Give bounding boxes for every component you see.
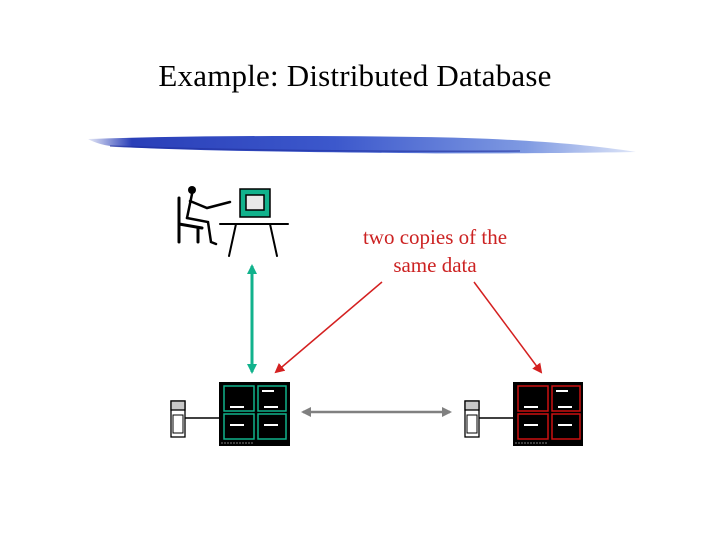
workstation-tower-icon [464, 400, 513, 438]
user-at-computer-icon [177, 186, 289, 257]
brush-stroke-divider [88, 135, 636, 154]
database-server-icon [219, 382, 290, 446]
slide-title: Example: Distributed Database [158, 58, 552, 93]
annotation-arrow-left [274, 281, 383, 374]
annotation-line-2: same data [393, 253, 477, 277]
database-server-icon [513, 382, 583, 446]
annotation-line-1: two copies of the [362, 225, 508, 249]
workstation-tower-icon [170, 400, 219, 438]
annotation-arrow-right [473, 281, 543, 374]
replica-annotation: two copies of the same data [335, 223, 535, 279]
